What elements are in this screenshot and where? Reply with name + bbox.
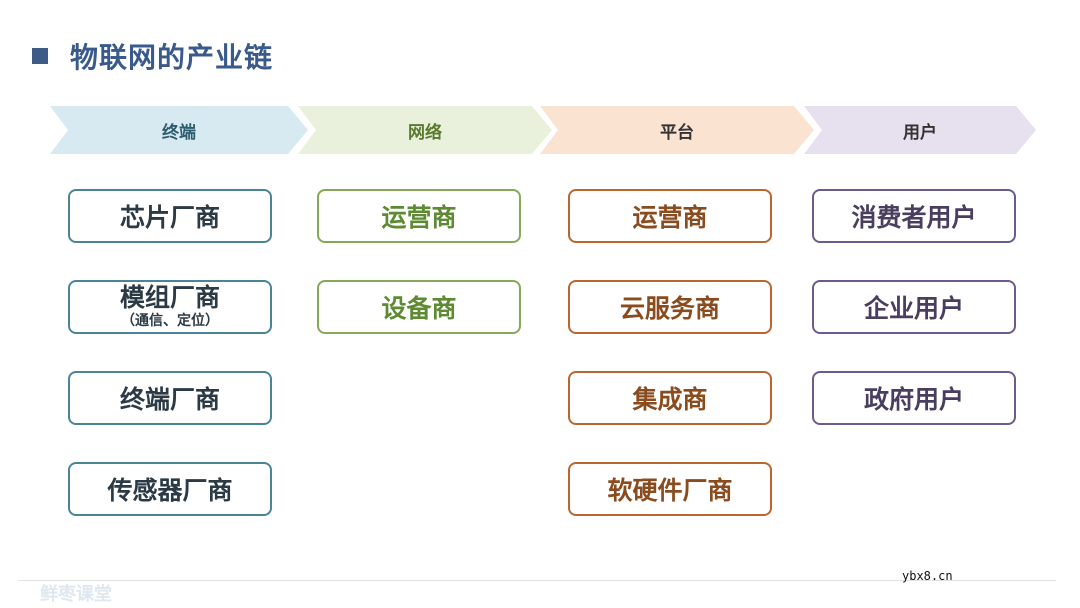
user-box-enterprises: 企业用户 (812, 280, 1016, 334)
watermark-site: ybx8.cn (902, 569, 953, 583)
box-sublabel: （通信、定位） (121, 313, 219, 329)
slide-title: 物联网的产业链 (70, 41, 274, 74)
platform-box-integrators: 集成商 (568, 371, 772, 425)
terminal-box-module-makers: 模组厂商 （通信、定位） (68, 280, 272, 334)
box-label: 集成商 (632, 385, 708, 414)
watermark-brand: 鲜枣课堂 (40, 584, 112, 605)
box-label: 运营商 (632, 203, 708, 232)
terminal-box-device-makers: 终端厂商 (68, 371, 272, 425)
user-box-consumers: 消费者用户 (812, 189, 1016, 243)
terminal-box-sensor-makers: 传感器厂商 (68, 462, 272, 516)
network-box-operators: 运营商 (317, 189, 521, 243)
box-label: 软硬件厂商 (607, 476, 733, 505)
box-label: 消费者用户 (851, 203, 977, 232)
box-label: 设备商 (381, 294, 457, 323)
box-label: 云服务商 (619, 294, 720, 323)
box-label: 芯片厂商 (119, 203, 220, 232)
box-label: 企业用户 (863, 294, 964, 323)
platform-box-cloud-providers: 云服务商 (568, 280, 772, 334)
platform-box-operators: 运营商 (568, 189, 772, 243)
box-label: 终端厂商 (119, 385, 220, 414)
stage-chevron-user: 用户 (804, 106, 1036, 154)
footer-divider (18, 580, 1056, 581)
terminal-box-chip-makers: 芯片厂商 (68, 189, 272, 243)
platform-box-hw-sw-makers: 软硬件厂商 (568, 462, 772, 516)
user-box-government: 政府用户 (812, 371, 1016, 425)
box-label: 传感器厂商 (107, 476, 233, 505)
stage-chevron-network: 网络 (298, 106, 552, 154)
network-box-equipment-makers: 设备商 (317, 280, 521, 334)
slide-title-row: 物联网的产业链 (32, 38, 273, 74)
box-label: 政府用户 (863, 385, 964, 414)
title-bullet-square (32, 48, 48, 64)
stage-chevron-platform: 平台 (540, 106, 814, 154)
stage-chevron-terminal: 终端 (50, 106, 308, 154)
box-label: 模组厂商 (119, 283, 220, 312)
box-label: 运营商 (381, 203, 457, 232)
